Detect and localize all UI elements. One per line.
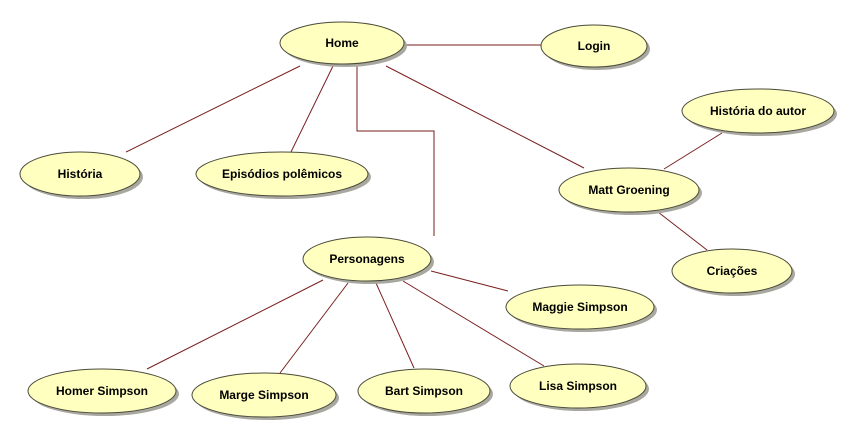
edges-layer [125, 44, 723, 374]
node-criacoes-label: Criações [707, 264, 758, 278]
node-personagens-ellipse [302, 236, 432, 282]
edge-personagens-marge [279, 282, 349, 374]
node-matt-groening[interactable]: Matt Groening [558, 167, 702, 215]
node-home[interactable]: Home [279, 21, 407, 67]
edge-personagens-lisa [402, 280, 545, 367]
edge-home-personagens [356, 66, 435, 236]
node-lisa-ellipse [509, 363, 647, 409]
node-matt-label: Matt Groening [588, 183, 669, 197]
node-historia-do-autor[interactable]: História do autor [681, 88, 837, 136]
node-episodios-ellipse [195, 151, 369, 197]
edge-home-episodios [289, 65, 334, 155]
node-criacoes-ellipse [671, 248, 793, 294]
edge-personagens-maggie [430, 270, 509, 292]
edge-matt-criacoes [657, 211, 708, 251]
node-login[interactable]: Login [540, 24, 650, 70]
node-episodios-label: Episódios polêmicos [222, 167, 342, 181]
node-homer-simpson[interactable]: Homer Simpson [27, 368, 179, 416]
node-historia-ellipse [19, 151, 141, 197]
node-home-ellipse [279, 21, 405, 65]
node-home-label: Home [325, 36, 359, 50]
node-lisa-label: Lisa Simpson [539, 379, 617, 393]
node-login-ellipse [540, 24, 648, 68]
node-homer-ellipse [27, 368, 177, 414]
node-marge-ellipse [191, 372, 337, 418]
edge-home-matt [385, 65, 585, 169]
edge-personagens-homer [146, 279, 324, 370]
node-maggie-simpson[interactable]: Maggie Simpson [505, 284, 657, 332]
node-homer-label: Homer Simpson [56, 384, 148, 398]
node-marge-simpson[interactable]: Marge Simpson [191, 372, 339, 420]
node-criacoes[interactable]: Criações [671, 248, 795, 296]
node-marge-label: Marge Simpson [219, 388, 308, 402]
node-historia-autor-ellipse [681, 88, 835, 134]
node-personagens[interactable]: Personagens [302, 236, 434, 284]
edge-matt-historia-autor [663, 132, 723, 170]
node-lisa-simpson[interactable]: Lisa Simpson [509, 363, 649, 411]
node-bart-label: Bart Simpson [385, 384, 463, 398]
node-personagens-label: Personagens [329, 252, 405, 266]
node-historia[interactable]: História [19, 151, 143, 199]
node-maggie-ellipse [505, 284, 655, 330]
node-historia-autor-label: História do autor [710, 104, 806, 118]
node-matt-ellipse [558, 167, 700, 213]
node-login-label: Login [578, 39, 611, 53]
node-maggie-label: Maggie Simpson [532, 300, 627, 314]
nodes-layer: Home Login História Episódios polêmicos … [19, 21, 837, 420]
node-episodios-polemicos[interactable]: Episódios polêmicos [195, 151, 371, 199]
node-bart-simpson[interactable]: Bart Simpson [357, 368, 493, 416]
edge-personagens-bart [375, 282, 415, 369]
node-historia-label: História [58, 167, 103, 181]
edge-home-historia [125, 65, 301, 153]
node-bart-ellipse [357, 368, 491, 414]
